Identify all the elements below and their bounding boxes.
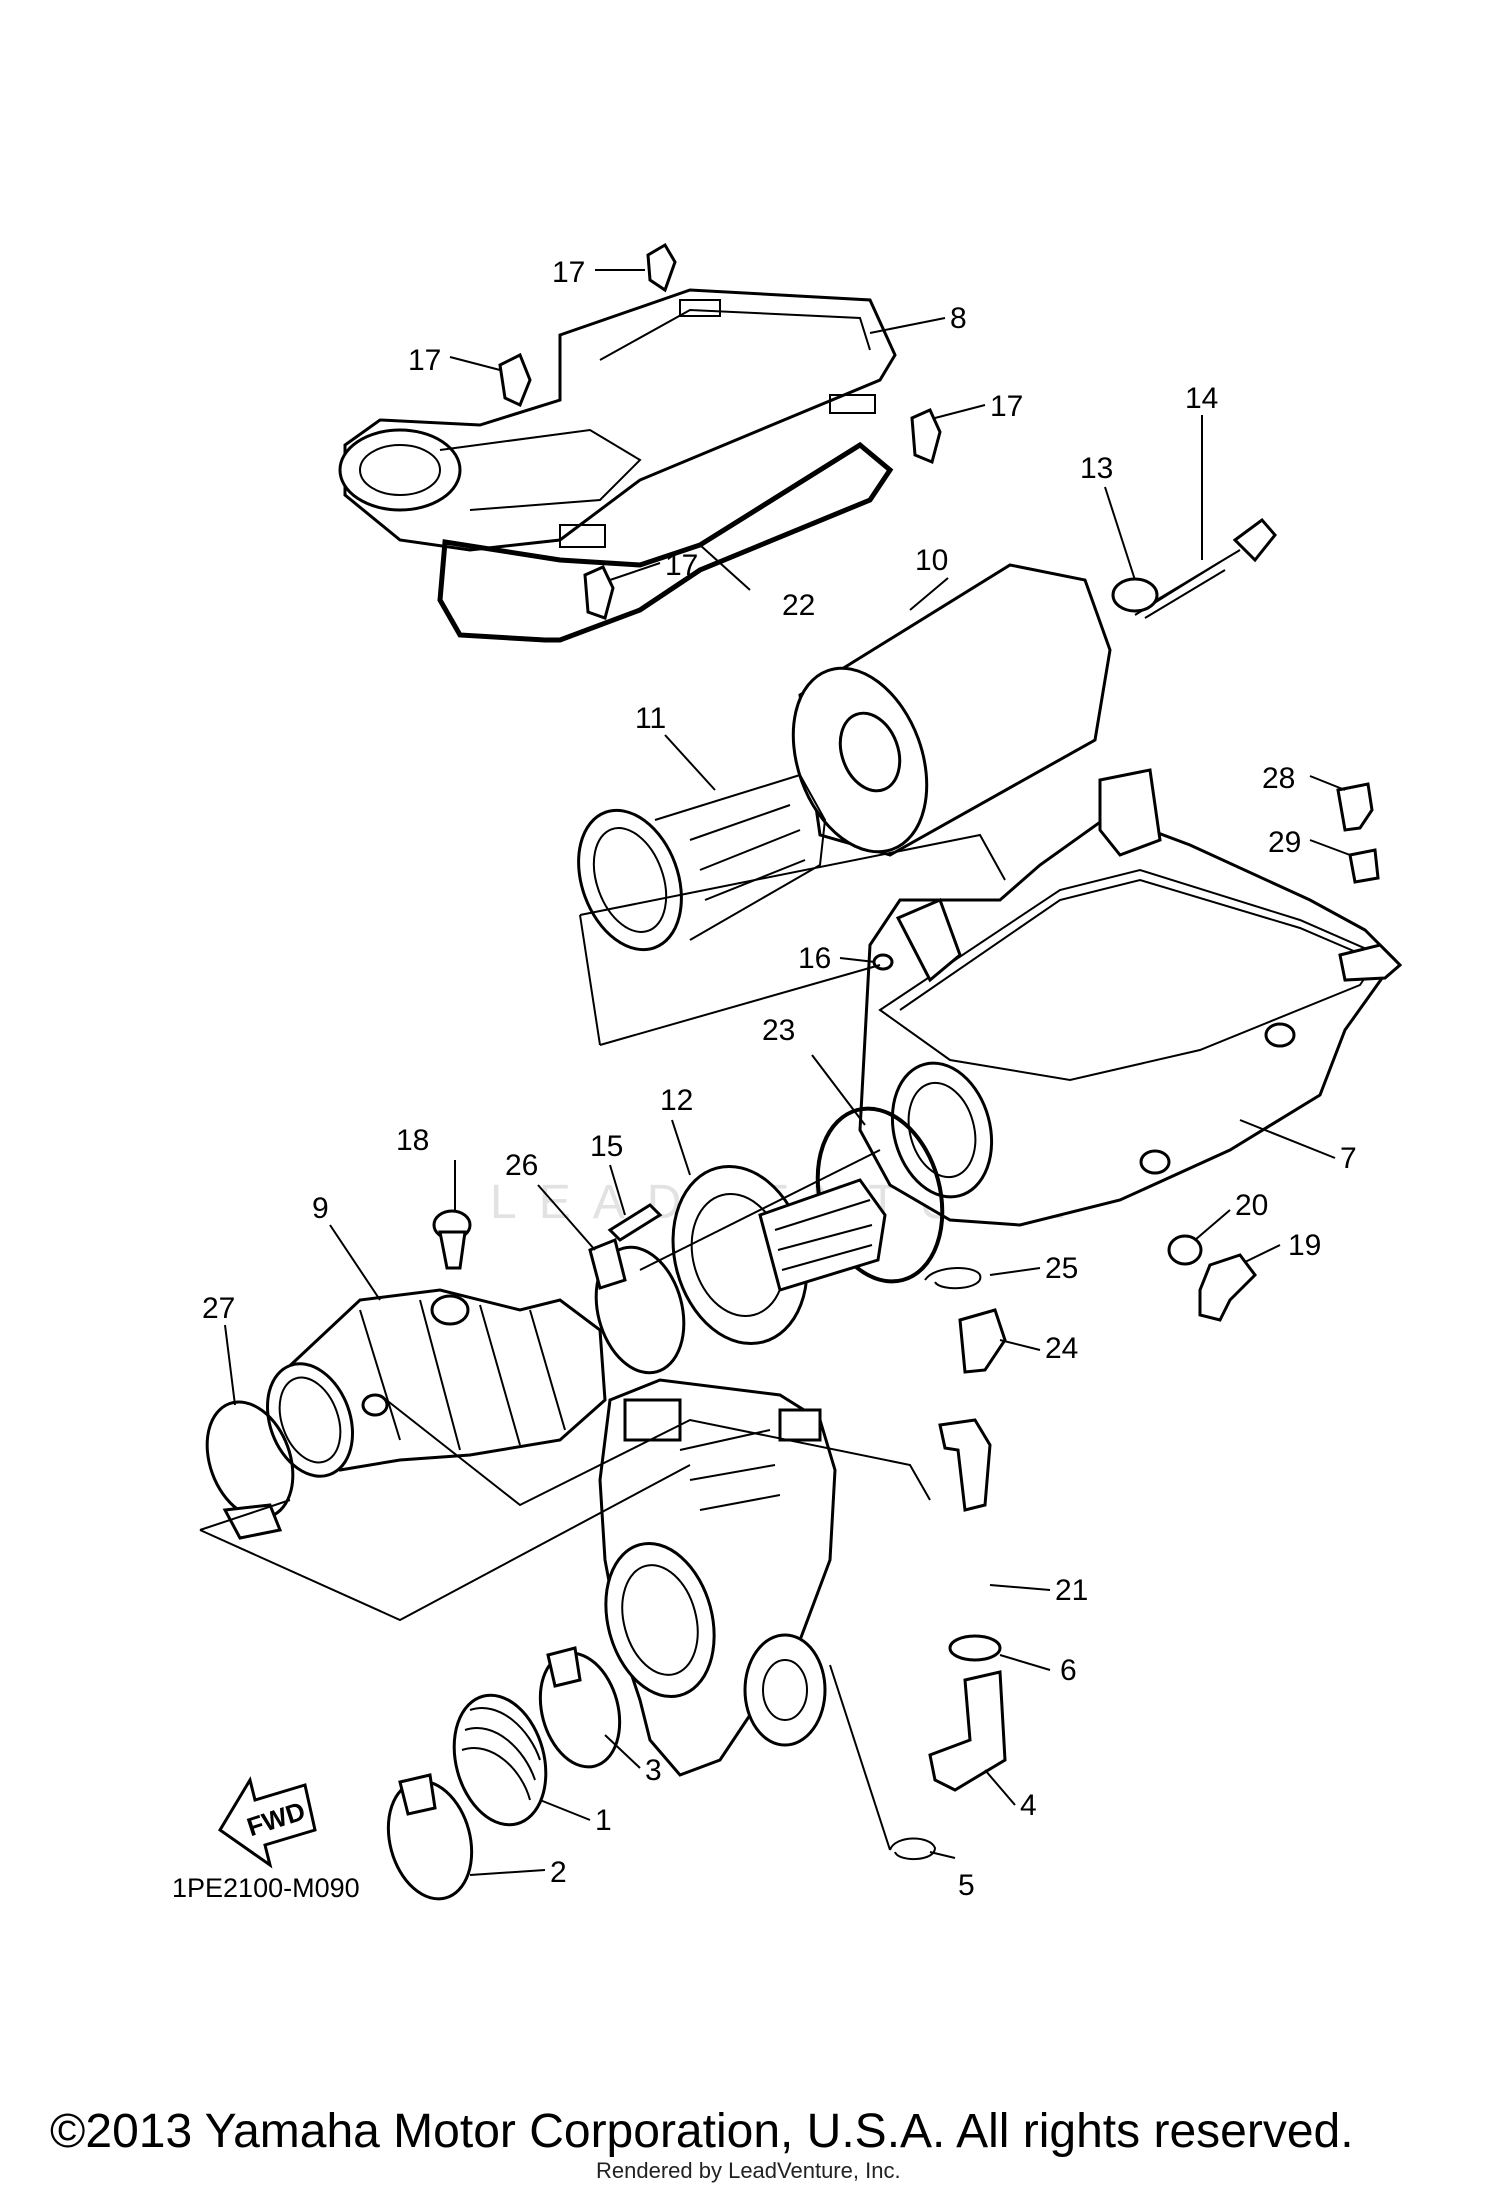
air-filter-joint xyxy=(671,1164,887,1346)
breather-elbow xyxy=(1198,1253,1257,1322)
drain-plug xyxy=(432,1209,472,1270)
duct-clamp xyxy=(205,1400,295,1540)
case-bolt xyxy=(1336,782,1374,832)
callout-16: 16 xyxy=(798,942,831,975)
callout-6: 6 xyxy=(1060,1654,1077,1687)
joint-clamp-2 xyxy=(386,1773,474,1901)
callout-17-right: 17 xyxy=(990,390,1023,423)
callout-14: 14 xyxy=(1185,382,1218,415)
breather-joint xyxy=(938,1418,992,1512)
grommet-20 xyxy=(1167,1234,1203,1266)
callout-18: 18 xyxy=(396,1124,429,1157)
air-filter-element xyxy=(791,563,1112,857)
filter-washer xyxy=(1111,577,1159,613)
callout-leaders xyxy=(224,269,1351,1876)
drain-cap xyxy=(958,1308,1007,1374)
callout-10: 10 xyxy=(915,544,948,577)
air-filter-guide xyxy=(577,773,827,952)
hose-clip-25 xyxy=(924,1267,982,1290)
callout-19: 19 xyxy=(1288,1229,1321,1262)
callout-22: 22 xyxy=(782,589,815,622)
copyright-notice: ©2013 Yamaha Motor Corporation, U.S.A. A… xyxy=(50,2105,1354,2158)
callout-29: 29 xyxy=(1268,826,1301,859)
callout-13: 13 xyxy=(1080,452,1113,485)
callout-17-left: 17 xyxy=(408,344,441,377)
filter-bolt xyxy=(1134,517,1277,619)
callout-17-top: 17 xyxy=(552,256,585,289)
callout-7: 7 xyxy=(1340,1142,1357,1175)
callout-12: 12 xyxy=(660,1084,693,1117)
joint-screw xyxy=(607,1203,663,1242)
callout-labels: 17 17 8 17 17 22 14 13 10 11 28 29 16 23… xyxy=(202,256,1357,1902)
air-filter-case xyxy=(858,768,1403,1227)
callout-17-bottom: 17 xyxy=(665,549,698,582)
callout-25: 25 xyxy=(1045,1252,1078,1285)
assembly-lines xyxy=(199,833,1006,1851)
case-collar xyxy=(1348,848,1380,884)
callout-15: 15 xyxy=(590,1130,623,1163)
callout-9: 9 xyxy=(312,1192,329,1225)
air-box-gasket xyxy=(437,441,894,643)
rendered-by-credit: Rendered by LeadVenture, Inc. xyxy=(596,2158,901,2183)
callout-3: 3 xyxy=(645,1754,662,1787)
joint-clamp xyxy=(588,1237,686,1375)
callout-11: 11 xyxy=(635,702,666,735)
throttle-joint xyxy=(452,1693,548,1827)
hose-clip-5 xyxy=(889,1837,937,1860)
callout-5: 5 xyxy=(958,1869,975,1902)
fwd-arrow: FWD xyxy=(217,1776,317,1869)
breather-hose xyxy=(928,1670,1007,1792)
throttle-body xyxy=(598,1378,837,1777)
hose-clip-6 xyxy=(948,1634,1002,1662)
throttle-clamp xyxy=(538,1646,622,1769)
callout-23: 23 xyxy=(762,1014,795,1047)
drawing-code: 1PE2100-M090 xyxy=(172,1873,360,1903)
callout-4: 4 xyxy=(1020,1789,1037,1822)
intake-duct xyxy=(265,1288,607,1478)
callout-1: 1 xyxy=(595,1804,612,1837)
callout-20: 20 xyxy=(1235,1189,1268,1222)
callout-2: 2 xyxy=(550,1856,567,1889)
air-box-cover xyxy=(338,288,897,552)
callout-26: 26 xyxy=(505,1149,538,1182)
callout-28: 28 xyxy=(1262,762,1295,795)
callout-21: 21 xyxy=(1055,1574,1088,1607)
callout-8: 8 xyxy=(950,302,967,335)
callout-27: 27 xyxy=(202,1292,235,1325)
cover-clips xyxy=(498,242,942,620)
callout-24: 24 xyxy=(1045,1332,1078,1365)
